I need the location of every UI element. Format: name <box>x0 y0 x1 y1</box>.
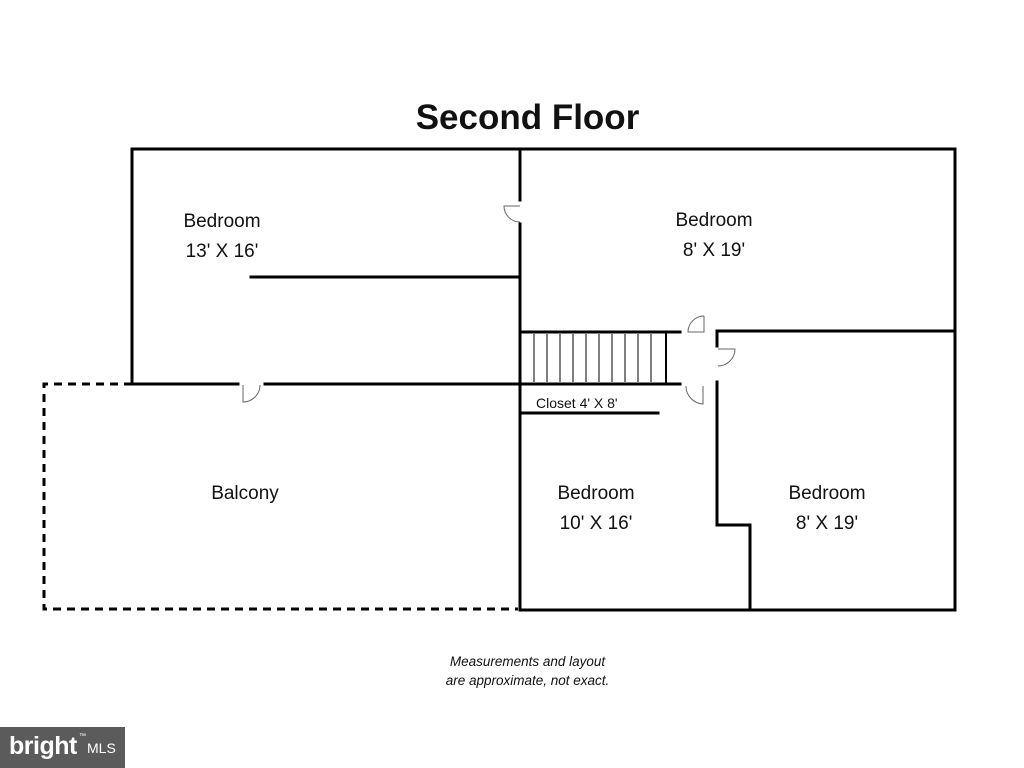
disclaimer-line-1: Measurements and layout <box>449 654 606 669</box>
disclaimer-line-2: are approximate, not exact. <box>445 673 610 688</box>
door-hall-top <box>687 315 705 333</box>
balcony-outline <box>42 382 518 611</box>
walls <box>130 147 957 612</box>
logo-text: bright <box>9 732 77 760</box>
room-label-bedroom-3: Bedroom 10' X 16' <box>557 483 634 535</box>
room-name: Bedroom <box>557 483 635 504</box>
outer-wall <box>130 147 957 612</box>
room-size: 8' X 19' <box>682 240 746 261</box>
logo-suffix: MLS <box>87 740 116 756</box>
room-label-bedroom-2: Bedroom 8' X 19' <box>675 210 752 262</box>
logo-trademark: ™ <box>79 733 86 740</box>
disclaimer-note: Measurements and layout are approximate,… <box>0 652 1024 690</box>
left-bedroom-wall <box>130 147 240 386</box>
balcony-label: Balcony <box>211 483 279 504</box>
staircase <box>519 331 667 385</box>
plan-title: Second Floor <box>415 98 640 137</box>
door-left-bedroom <box>242 384 261 403</box>
room-name: Bedroom <box>788 483 866 504</box>
room-size: 10' X 16' <box>559 513 633 534</box>
door-right-bedroom <box>717 348 736 367</box>
bright-mls-logo: bright ™ MLS <box>0 727 125 768</box>
room-name: Bedroom <box>183 211 261 232</box>
door-upper-divider <box>503 205 521 223</box>
room-label-bedroom-4: Bedroom 8' X 19' <box>788 483 865 535</box>
room-size: 8' X 19' <box>795 513 859 534</box>
room-size: 13' X 16' <box>185 241 259 262</box>
closet-label: Closet 4' X 8' <box>536 395 618 411</box>
room-name: Bedroom <box>675 210 753 231</box>
right-bedroom-left-wall <box>715 380 752 612</box>
door-hall-bottom <box>685 385 704 405</box>
room-label-bedroom-1: Bedroom 13' X 16' <box>183 211 260 263</box>
